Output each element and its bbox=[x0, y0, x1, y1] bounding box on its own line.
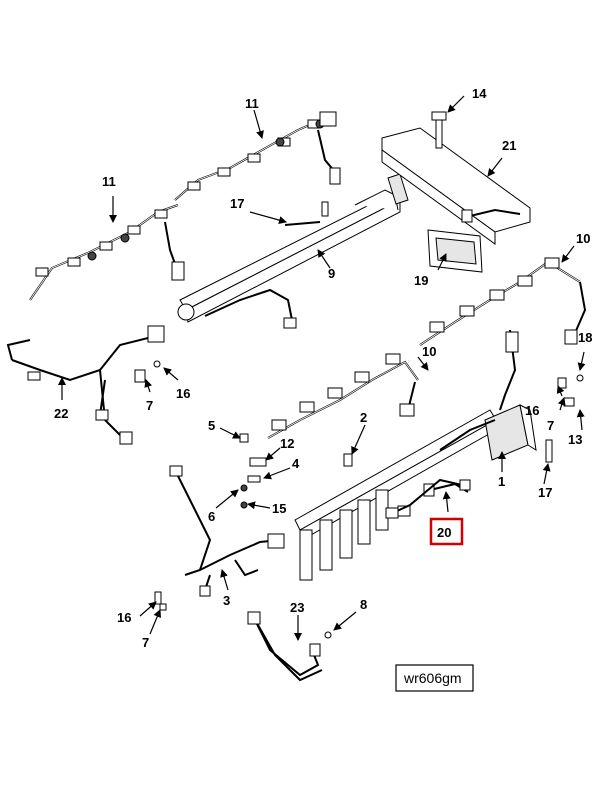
callout-10: 10 bbox=[422, 344, 436, 359]
callout-22: 22 bbox=[54, 406, 68, 421]
callout-16: 16 bbox=[176, 386, 190, 401]
harness-rail-bracket bbox=[177, 173, 409, 329]
callout-3: 3 bbox=[223, 593, 230, 608]
callout-7: 7 bbox=[547, 418, 554, 433]
upper-injector-harness bbox=[29, 111, 341, 301]
callout-17: 17 bbox=[230, 196, 244, 211]
lower-injector-harness bbox=[267, 257, 587, 439]
callout-15: 15 bbox=[272, 501, 286, 516]
callout-labels: 11 11 14 21 17 9 19 10 10 22 7 16 18 16 … bbox=[54, 86, 592, 650]
leader-arrows bbox=[58, 95, 586, 641]
callout-18: 18 bbox=[578, 330, 592, 345]
callout-7: 7 bbox=[146, 398, 153, 413]
highlight-box bbox=[429, 517, 464, 546]
callout-2: 2 bbox=[360, 410, 367, 425]
figure-code: wr606gm bbox=[395, 664, 474, 692]
figure-code-text: wr606gm bbox=[403, 670, 462, 686]
harness-23 bbox=[247, 611, 323, 682]
harness-3 bbox=[169, 465, 285, 597]
callout-5: 5 bbox=[208, 418, 215, 433]
callout-12: 12 bbox=[280, 436, 294, 451]
callout-23: 23 bbox=[290, 600, 304, 615]
callout-10: 10 bbox=[576, 231, 590, 246]
callout-8: 8 bbox=[360, 597, 367, 612]
callout-16: 16 bbox=[525, 403, 539, 418]
harness-20 bbox=[385, 478, 471, 519]
main-harness-tube-frame bbox=[294, 329, 553, 581]
callout-4: 4 bbox=[292, 456, 300, 471]
module-mount-plate bbox=[427, 229, 483, 273]
left-harness bbox=[6, 325, 165, 445]
callout-9: 9 bbox=[328, 266, 335, 281]
callout-14: 14 bbox=[472, 86, 487, 101]
callout-20: 20 bbox=[437, 525, 451, 540]
upper-channel-bracket bbox=[381, 111, 531, 245]
callout-11: 11 bbox=[245, 96, 259, 111]
callout-13: 13 bbox=[568, 432, 582, 447]
callout-1: 1 bbox=[498, 474, 505, 489]
callout-6: 6 bbox=[208, 509, 215, 524]
callout-7: 7 bbox=[142, 635, 149, 650]
callout-17: 17 bbox=[538, 485, 552, 500]
callout-19: 19 bbox=[414, 273, 428, 288]
callout-16: 16 bbox=[117, 610, 131, 625]
callout-11: 11 bbox=[102, 174, 116, 189]
callout-21: 21 bbox=[502, 138, 516, 153]
